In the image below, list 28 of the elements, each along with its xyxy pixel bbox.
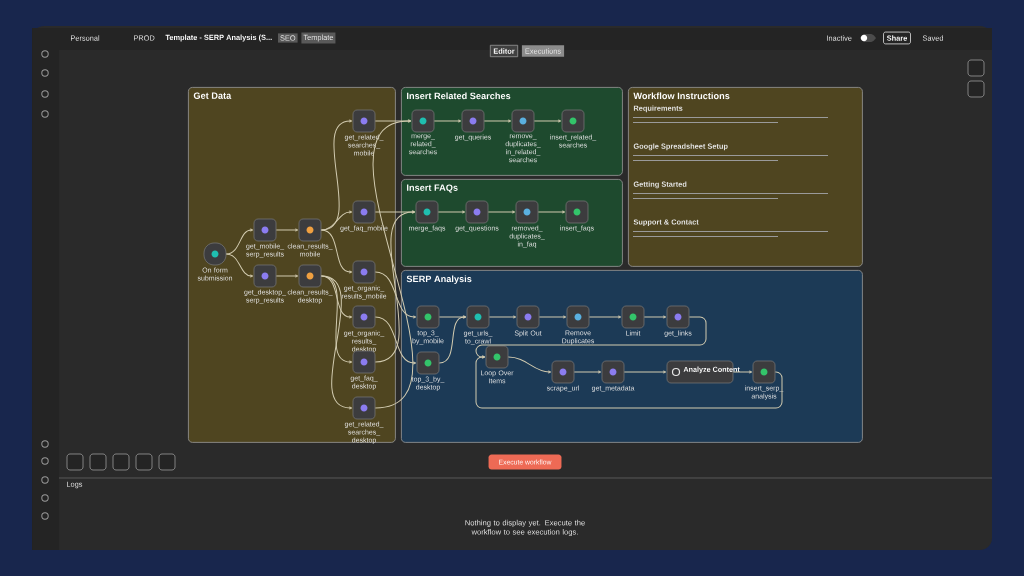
connector bbox=[433, 119, 462, 123]
connector bbox=[374, 210, 416, 363]
connector bbox=[275, 274, 299, 278]
connector bbox=[320, 229, 353, 274]
connector bbox=[507, 356, 552, 374]
connector bbox=[225, 253, 254, 278]
connector bbox=[225, 228, 254, 255]
connector bbox=[588, 315, 622, 319]
connector bbox=[623, 370, 667, 374]
connector bbox=[643, 315, 667, 319]
connector bbox=[475, 355, 783, 409]
connector bbox=[488, 315, 517, 319]
connector bbox=[537, 210, 566, 214]
connector bbox=[372, 119, 414, 409]
connector bbox=[573, 370, 602, 374]
connector bbox=[320, 210, 353, 231]
connector bbox=[732, 370, 753, 374]
connector bbox=[438, 315, 467, 364]
connector bbox=[374, 271, 417, 319]
connector bbox=[538, 315, 567, 319]
connector bbox=[275, 228, 299, 232]
connector bbox=[475, 316, 707, 359]
connector bbox=[533, 119, 562, 123]
connector bbox=[320, 275, 353, 410]
connector bbox=[483, 119, 512, 123]
connector bbox=[437, 210, 466, 214]
connector bbox=[487, 210, 516, 214]
connector bbox=[374, 316, 417, 365]
